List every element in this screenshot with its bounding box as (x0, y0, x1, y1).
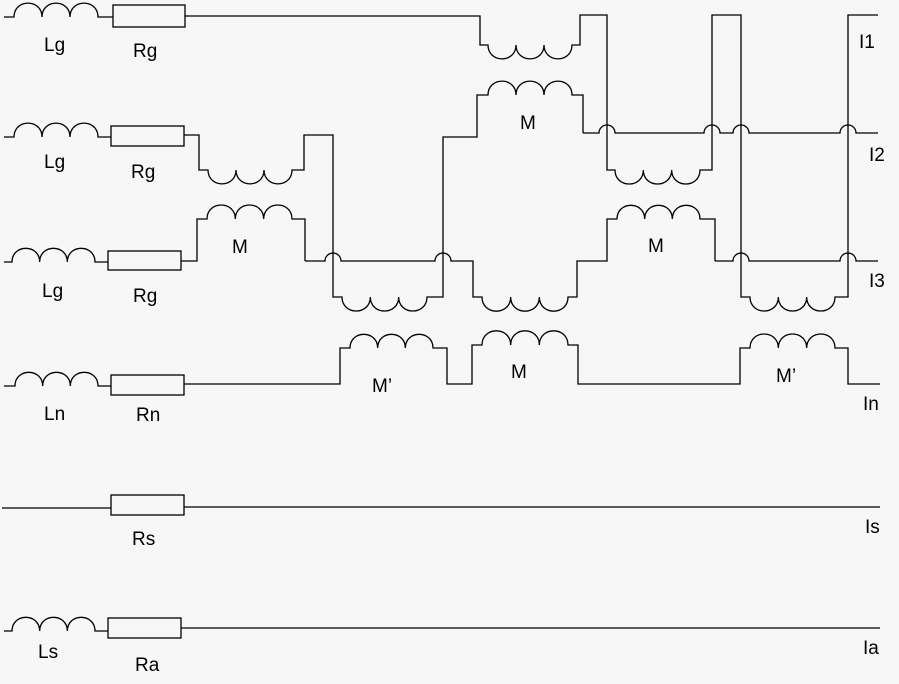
mutual-label-m2n: M’ (776, 366, 797, 387)
mutual-label-m23: M (520, 113, 536, 134)
wire-line-2a (184, 80, 584, 312)
mutual-label-m13: M (648, 236, 664, 257)
resistor-l3 (107, 250, 182, 271)
resistor-label-n: Rn (136, 405, 161, 426)
inductor-l1 (4, 2, 113, 18)
resistor-label-l1: Rg (133, 41, 158, 62)
inductor-n (4, 371, 111, 387)
current-label-i2: I2 (869, 145, 885, 166)
inductor-l2 (4, 122, 111, 138)
resistor-a (107, 617, 182, 639)
resistor-label-l3: Rg (133, 286, 158, 307)
resistor-n (110, 374, 185, 396)
current-label-in: In (863, 394, 879, 415)
current-label-ia: Ia (863, 638, 879, 659)
mutual-label-m3n: M (511, 362, 527, 383)
resistor-l1 (112, 4, 186, 28)
resistor-l2 (110, 125, 185, 147)
resistor-s (110, 494, 185, 516)
resistor-label-a: Ra (135, 655, 160, 676)
resistor-label-s: Rs (132, 529, 156, 550)
mutual-label-m12: M (232, 237, 248, 258)
mutual-label-m1n: M’ (372, 376, 393, 397)
inductor-label-a: Ls (38, 642, 59, 663)
inductor-a (4, 616, 108, 632)
inductor-l3 (4, 247, 108, 263)
wire-line-n (184, 330, 880, 385)
inductor-label-l3: Lg (42, 281, 64, 302)
inductor-label-l2: Lg (44, 152, 66, 173)
current-label-i3: I3 (869, 271, 885, 292)
inductor-label-l1: Lg (44, 35, 66, 56)
inductor-label-n: Ln (44, 404, 66, 425)
wire-line-3a (181, 204, 306, 262)
current-label-i1: I1 (859, 32, 875, 53)
wire-line-3c (715, 252, 878, 262)
current-label-is: Is (865, 517, 880, 538)
resistor-label-l2: Rg (131, 162, 156, 183)
wire-line-3b (305, 204, 716, 312)
wire-line-1 (185, 14, 878, 312)
wire-line-2b (583, 124, 878, 134)
